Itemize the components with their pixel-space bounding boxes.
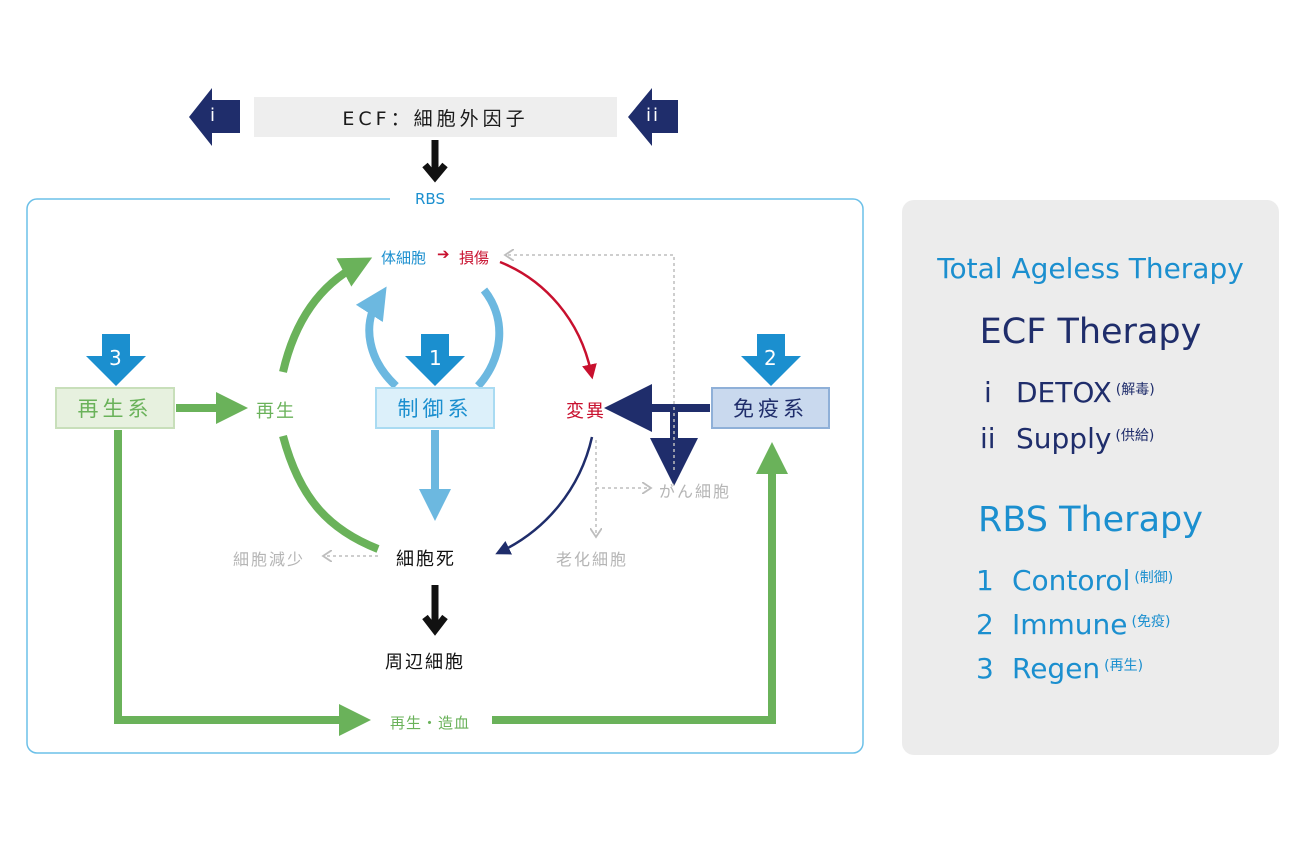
regen-system-box: 再生系 [55, 387, 175, 429]
rbs-label: RBS [390, 188, 470, 210]
regen-number: 3 [109, 346, 122, 370]
mutation-to-death-arc [495, 436, 594, 555]
ecf-header: ECF：細胞外因子 [254, 97, 617, 137]
immune-system-box: 免疫系 [711, 387, 830, 429]
mutation-label: 変異 [566, 401, 606, 422]
peripheral-cells-label: 周辺細胞 [385, 652, 465, 673]
ecf-left-marker: i [210, 105, 218, 126]
rbs-item-regen: 3 Regen(再生) [976, 652, 1143, 685]
rbs-item-sub: (再生) [1104, 658, 1144, 674]
control-loop-left [355, 286, 399, 389]
ecf-item-supply: ii Supply(供給) [980, 422, 1154, 455]
ecf-therapy-heading: ECF Therapy [979, 312, 1202, 352]
rbs-item-control: 1 Contorol(制御) [976, 564, 1173, 597]
ecf-item-sub: (解毒) [1115, 382, 1155, 398]
ecf-item-number: ii [980, 422, 996, 455]
rbs-item-sub: (制御) [1134, 570, 1174, 586]
regen-system-label: 再生系 [77, 397, 153, 421]
damage-arc [499, 260, 597, 380]
ecf-item-label: DETOX [1016, 376, 1112, 409]
ecf-right-arrow [628, 88, 678, 146]
cell-death-label: 細胞死 [396, 549, 456, 570]
immune-number: 2 [764, 346, 777, 370]
rbs-item-sub: (免疫) [1131, 614, 1171, 630]
body-to-damage-arrow-icon: ➔ [437, 245, 450, 263]
aged-cell-label: 老化細胞 [556, 550, 629, 569]
therapy-panel: Total Ageless Therapy ECF Therapy i DETOX… [902, 200, 1279, 755]
rbs-item-label: Regen [1012, 652, 1101, 685]
cell-decrease-label: 細胞減少 [233, 550, 306, 569]
rbs-therapy-heading: RBS Therapy [978, 500, 1203, 540]
regen-hematopoiesis-label: 再生・造血 [390, 714, 471, 732]
control-system-label: 制御系 [397, 397, 473, 421]
regen-up-arc [279, 257, 373, 373]
ecf-item-number: i [984, 376, 992, 409]
damage-label: 損傷 [459, 249, 490, 267]
cancer-feedback-dashed [508, 255, 675, 470]
ecf-left-arrow [189, 88, 240, 146]
peripheral-down-arrow [422, 585, 448, 636]
ecf-header-text: ECF：細胞外因子 [342, 107, 529, 130]
control-number-arrow [405, 334, 465, 386]
regen-label: 再生 [256, 401, 296, 422]
control-loop-right [474, 287, 504, 389]
body-cell-label: 体細胞 [381, 249, 427, 267]
ecf-right-marker: ii [646, 105, 661, 126]
control-number: 1 [429, 346, 442, 370]
ecf-down-arrow [422, 140, 448, 183]
immune-number-arrow [741, 334, 801, 386]
rbs-item-number: 2 [976, 608, 994, 641]
rbs-item-label: Contorol [1012, 564, 1131, 597]
ecf-item-sub: (供給) [1115, 428, 1155, 444]
rbs-item-number: 3 [976, 652, 994, 685]
rbs-item-immune: 2 Immune(免疫) [976, 608, 1170, 641]
regen-down-arc [279, 434, 380, 553]
regen-number-arrow [86, 334, 146, 386]
control-system-box: 制御系 [375, 387, 495, 429]
rbs-item-number: 1 [976, 564, 994, 597]
ecf-item-label: Supply [1016, 422, 1112, 455]
regen-hematopoiesis-line-right [492, 442, 788, 724]
regen-hematopoiesis-line-left [114, 430, 371, 736]
ecf-item-detox: i DETOX(解毒) [984, 376, 1155, 409]
cancer-cell-label: がん細胞 [659, 482, 732, 501]
panel-title: Total Ageless Therapy [937, 252, 1244, 285]
rbs-item-label: Immune [1012, 608, 1128, 641]
immune-system-label: 免疫系 [733, 397, 808, 421]
